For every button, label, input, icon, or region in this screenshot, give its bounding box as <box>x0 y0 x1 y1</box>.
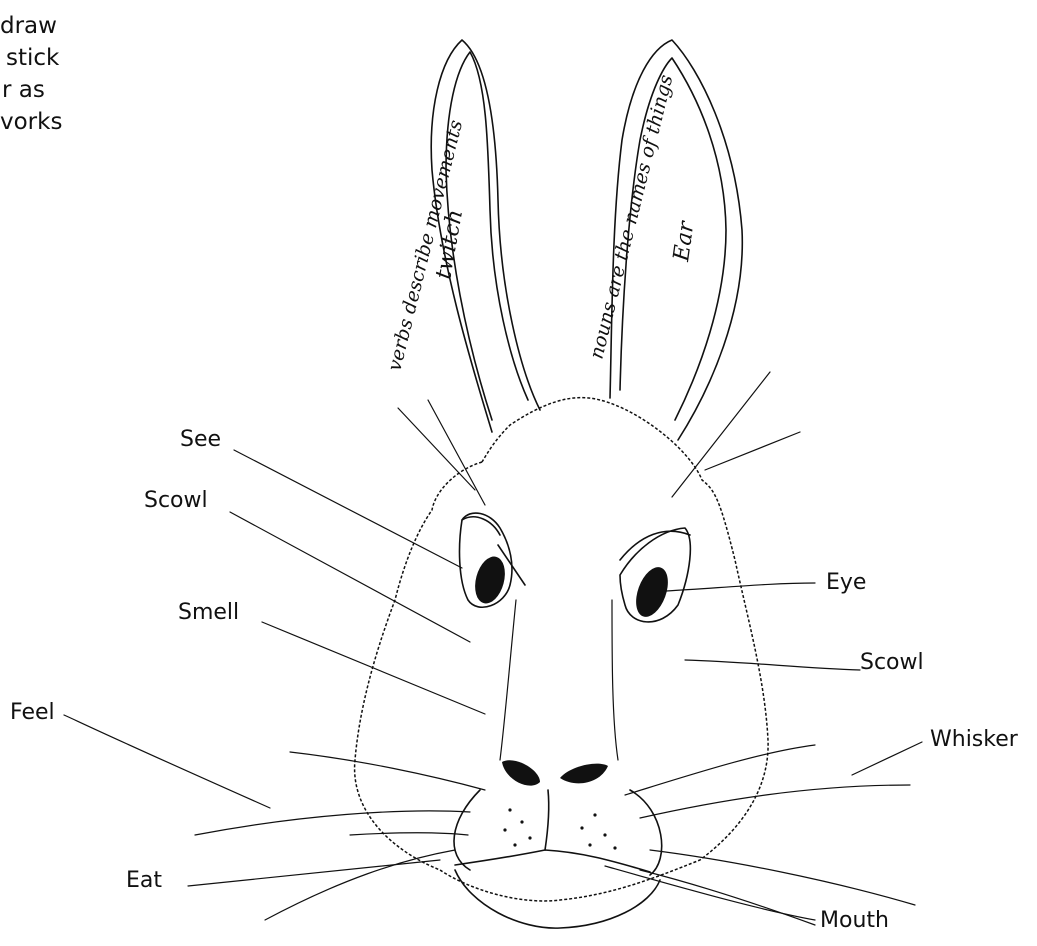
muzzle <box>454 790 662 928</box>
leader-scowl-right <box>685 660 860 670</box>
nose <box>502 760 608 785</box>
right-eye <box>620 528 690 622</box>
whiskers <box>195 745 915 925</box>
leader-smell <box>262 622 485 714</box>
leader-mouth <box>605 866 815 920</box>
label-smell: Smell <box>178 600 239 626</box>
right-ear-caption: nouns are the names of things <box>586 72 678 361</box>
label-mouth: Mouth <box>820 908 889 934</box>
leader-whisker <box>852 742 922 775</box>
label-feel: Feel <box>10 700 55 726</box>
label-eat: Eat <box>126 868 162 894</box>
head <box>355 398 769 901</box>
label-scowl-right: Scowl <box>860 650 924 676</box>
leader-eat <box>188 860 440 886</box>
label-whisker: Whisker <box>930 727 1018 753</box>
right-ear-word: Ear <box>669 219 700 264</box>
label-scowl-left: Scowl <box>144 488 208 514</box>
leader-see <box>234 450 462 568</box>
label-see: See <box>180 427 221 453</box>
leader-scowl-left <box>230 512 470 642</box>
label-eye: Eye <box>826 570 866 596</box>
left-eye <box>460 513 525 607</box>
leader-feel <box>64 715 270 808</box>
